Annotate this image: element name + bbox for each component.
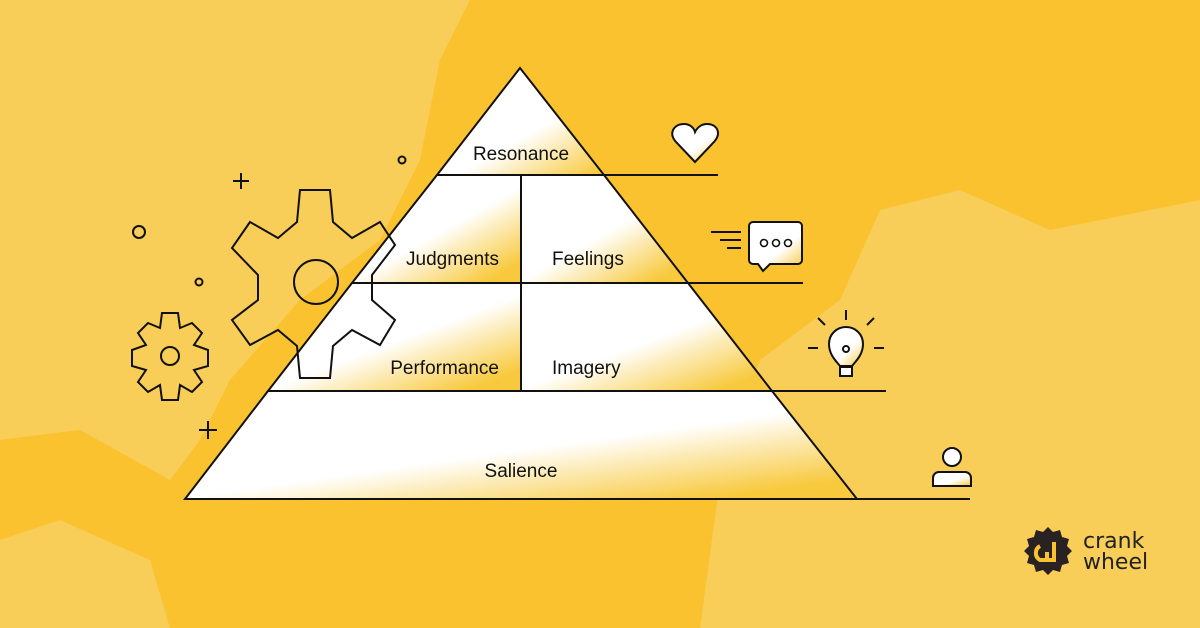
plus-icon bbox=[233, 173, 249, 189]
chat-bubble-icon bbox=[711, 221, 803, 273]
crankwheel-logo-text: crank wheel bbox=[1083, 529, 1149, 575]
background-light-shape bbox=[0, 0, 470, 480]
label-feelings: Feelings bbox=[552, 249, 624, 270]
logo-line-2: wheel bbox=[1083, 550, 1149, 575]
heart-icon bbox=[671, 122, 719, 164]
logo-line-1: crank bbox=[1083, 529, 1145, 554]
pyramid-cell-salience bbox=[182, 390, 860, 500]
gear-icon bbox=[131, 312, 209, 401]
person-icon bbox=[932, 447, 972, 487]
label-salience: Salience bbox=[485, 461, 558, 482]
gear-hub-icon bbox=[293, 259, 339, 305]
dot-icon bbox=[397, 155, 407, 165]
label-judgments: Judgments bbox=[406, 249, 499, 270]
dot-icon bbox=[194, 277, 204, 287]
background-light-shape bbox=[700, 190, 1200, 628]
gear-icon bbox=[230, 189, 397, 379]
label-performance: Performance bbox=[390, 358, 499, 379]
crankwheel-logo-icon bbox=[1024, 527, 1072, 575]
label-imagery: Imagery bbox=[552, 358, 621, 379]
lightbulb-icon bbox=[808, 310, 884, 377]
background-light-shape bbox=[0, 520, 170, 628]
label-resonance: Resonance bbox=[473, 144, 569, 165]
dot-icon bbox=[132, 225, 146, 239]
pyramid bbox=[182, 66, 970, 500]
gear-hub-icon bbox=[160, 346, 180, 366]
plus-icon bbox=[199, 421, 217, 439]
